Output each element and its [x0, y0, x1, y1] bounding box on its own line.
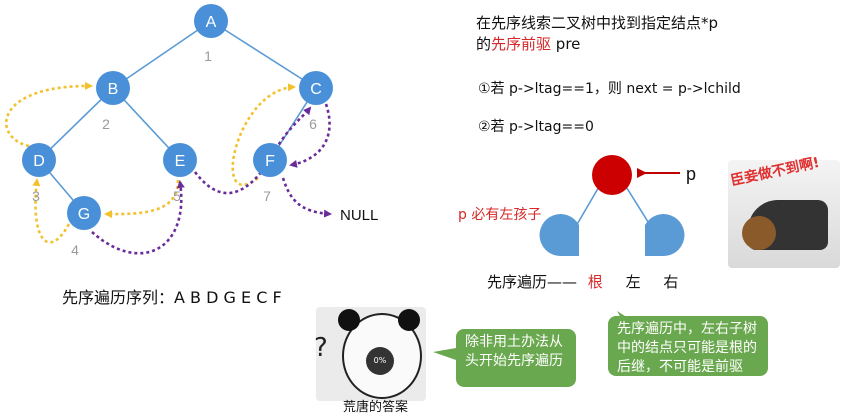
order-prefix: 先序遍历—— [487, 273, 578, 291]
thread-e-to-c [193, 106, 312, 195]
order-number-e: 5 [173, 188, 181, 204]
node-f-label: F [265, 153, 275, 170]
thread-c-to-f [289, 103, 331, 168]
p-node [592, 155, 632, 195]
callout-predecessor-note: 先序遍历中，左右子树中的结点只可能是根的后继，不可能是前驱 [608, 316, 768, 376]
p-label: p [686, 164, 696, 184]
thread-f-to-c [231, 83, 296, 187]
rule-2: ②若 p->ltag==0 [478, 119, 594, 135]
title-prefix: 的 [476, 35, 492, 53]
panda-caption: 荒唐的答案 [343, 400, 409, 415]
thread-g-to-e [91, 180, 185, 255]
null-label: NULL [340, 207, 378, 224]
tree-edges [38, 20, 317, 214]
order-number-f: 7 [263, 188, 271, 204]
thread-arrows [5, 81, 332, 255]
node-c-label: C [310, 81, 322, 98]
node-e-label: E [175, 153, 186, 170]
order-number-c: 6 [309, 116, 317, 132]
callout1-tail [433, 348, 456, 360]
panda-ear-left [338, 309, 360, 331]
node-b [96, 71, 130, 105]
node-b-label: B [108, 81, 119, 98]
rule-1: ①若 p->ltag==1，则 next = p->lchild [478, 81, 741, 97]
thread-e-to-g [104, 179, 180, 219]
left-child-note: p 必有左孩子 [458, 207, 542, 223]
node-f [253, 143, 287, 177]
loading-spinner: 0% [366, 347, 394, 375]
title-line-2: 的先序前驱 pre [476, 35, 580, 53]
edge-a-c [210, 20, 317, 89]
node-a-label: A [206, 14, 217, 31]
question-mark: ? [314, 333, 328, 363]
order-number-a: 1 [204, 48, 212, 64]
meme-caption-top: 臣妾做不到啊! [729, 154, 821, 190]
order-number-d: 3 [32, 188, 40, 204]
panda-ear-right [398, 309, 420, 331]
meme-image-panda: ? 0% [314, 307, 426, 401]
order-number-b: 2 [102, 116, 110, 132]
order-right: 右 [663, 273, 679, 291]
order-root: 根 [587, 273, 603, 291]
right-subtree-shape [645, 214, 685, 257]
meme-image-top: 臣妾做不到啊! [728, 155, 840, 268]
preorder-sequence: 先序遍历序列：A B D G E C F [62, 288, 282, 307]
node-g [67, 196, 101, 230]
order-line: 先序遍历—— 根 左 右 [487, 273, 678, 291]
node-c [299, 71, 333, 105]
callout-brute-force: 除非用土办法从头开始先序遍历 [456, 329, 576, 387]
edge-a-b [112, 20, 212, 89]
title-line-1: 在先序线索二叉树中找到指定结点*p [476, 14, 719, 32]
node-d [22, 143, 56, 177]
meme-head [742, 216, 776, 250]
order-left: 左 [625, 273, 641, 291]
tree-nodes [22, 4, 333, 230]
edge-b-d [38, 87, 114, 161]
node-e [163, 143, 197, 177]
thread-f-to-null [281, 177, 332, 218]
title-suffix: pre [551, 35, 581, 53]
preorder-values: A B D G E C F [174, 288, 282, 307]
preorder-label: 先序遍历序列： [62, 288, 175, 307]
node-d-label: D [33, 153, 45, 170]
order-number-g: 4 [71, 242, 79, 258]
left-subtree-shape [539, 214, 579, 257]
node-a [194, 4, 228, 38]
node-g-label: G [78, 206, 90, 223]
thread-d-to-b [5, 81, 93, 148]
title-highlight: 先序前驱 [491, 35, 552, 53]
thread-g-to-d [32, 178, 71, 244]
